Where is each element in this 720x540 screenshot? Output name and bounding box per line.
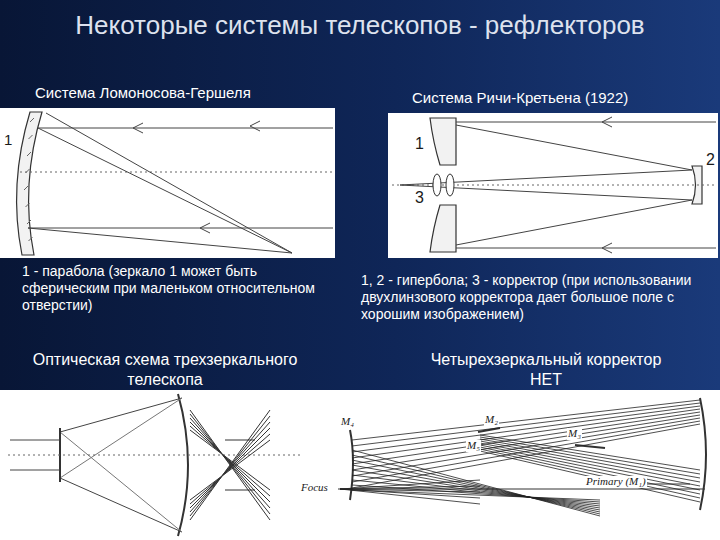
callout-number: 3 — [414, 190, 425, 207]
mirror-label: M₅ — [466, 440, 481, 452]
mirror-hatch — [29, 237, 33, 241]
mirror-hatch — [30, 118, 34, 122]
mirror-hatch — [24, 186, 28, 190]
reflected-ray — [38, 128, 292, 253]
light-ray — [60, 432, 182, 532]
reflected-ray — [456, 125, 692, 170]
figure-caption: 1, 2 - гипербола; 3 - корректор (при исп… — [361, 272, 716, 323]
reflected-ray — [456, 200, 692, 245]
reflected-ray — [400, 170, 692, 185]
light-ray — [10, 470, 60, 471]
light-ray — [190, 422, 270, 512]
mirror-label: M₃ — [567, 428, 582, 440]
light-ray — [60, 478, 182, 532]
light-ray — [190, 418, 270, 508]
slide-title: Некоторые системы телескопов - рефлектор… — [0, 10, 720, 42]
figure-heading: Система Ричи-Кретьена (1922) — [412, 89, 712, 107]
figure-heading: Система Ломоносова-Гершеля — [35, 84, 325, 102]
optical-axis — [20, 172, 334, 173]
light-ray — [480, 449, 700, 498]
mirror-hatch — [27, 152, 31, 156]
ray-arrow — [250, 121, 260, 131]
light-ray — [190, 428, 270, 508]
primary-mirror — [178, 394, 188, 536]
ray-arrow — [602, 117, 612, 127]
callout-number: 2 — [705, 152, 716, 169]
primary-mirror — [430, 205, 456, 252]
light-ray — [225, 490, 255, 491]
light-ray — [352, 424, 700, 488]
light-ray — [190, 440, 270, 500]
figure-panel — [388, 113, 718, 258]
mirror-hatch — [27, 220, 31, 224]
light-ray — [190, 416, 270, 516]
light-ray — [190, 410, 270, 520]
primary-mirror — [700, 398, 706, 510]
mirror-hatch — [29, 135, 33, 139]
light-ray — [190, 414, 270, 514]
light-ray — [190, 426, 270, 496]
incident-ray — [38, 128, 333, 129]
light-ray — [352, 406, 700, 452]
light-ray — [60, 398, 182, 478]
light-ray — [352, 475, 600, 506]
light-ray — [340, 480, 480, 489]
figure-panel — [318, 390, 720, 540]
figure-heading: Оптическая схема трехзеркального телеско… — [20, 350, 310, 389]
mirror-label: Primary (M₁) — [585, 476, 647, 488]
light-ray — [340, 489, 480, 504]
light-ray — [480, 437, 700, 474]
figure-caption: 1 - парабола (зеркало 1 может быть сфери… — [22, 263, 322, 314]
light-ray — [352, 450, 600, 516]
mirror-label: M₄ — [340, 416, 355, 428]
mirror-label: M₂ — [484, 414, 499, 426]
optical-axis — [8, 455, 300, 456]
light-ray — [340, 486, 480, 489]
corrector-lens — [433, 174, 441, 196]
ray-arrow — [133, 123, 143, 133]
light-ray — [190, 422, 270, 502]
ray-arrow — [200, 223, 210, 233]
ray-arrow — [602, 243, 612, 253]
callout-number: 1 — [3, 132, 13, 148]
light-ray — [352, 490, 600, 500]
light-ray — [190, 430, 270, 490]
mirror-hatch — [26, 203, 30, 207]
focus-label: Focus — [300, 482, 329, 494]
primary-mirror — [17, 112, 42, 255]
optical-axis — [338, 489, 705, 490]
light-ray — [480, 445, 700, 490]
light-ray — [60, 398, 182, 432]
callout-number: 1 — [414, 136, 425, 153]
light-ray — [352, 421, 700, 482]
incident-ray — [28, 228, 333, 229]
primary-mirror — [430, 118, 456, 165]
light-ray — [352, 455, 600, 514]
reflected-ray — [400, 185, 692, 200]
light-ray — [352, 403, 700, 446]
light-ray — [225, 440, 255, 441]
corrector-lens — [446, 174, 454, 196]
light-ray — [480, 451, 700, 502]
figure-panel — [0, 390, 320, 540]
light-ray — [190, 410, 270, 520]
leader-line — [640, 484, 690, 485]
incident-ray — [456, 122, 716, 123]
incident-ray — [456, 248, 716, 249]
reflected-ray — [46, 113, 292, 253]
light-ray — [10, 440, 60, 441]
figure-panel — [0, 108, 335, 258]
light-ray — [190, 434, 270, 504]
figure-heading: Четырехзеркальный корректор НЕТ — [415, 350, 677, 389]
reflected-ray — [28, 228, 292, 253]
